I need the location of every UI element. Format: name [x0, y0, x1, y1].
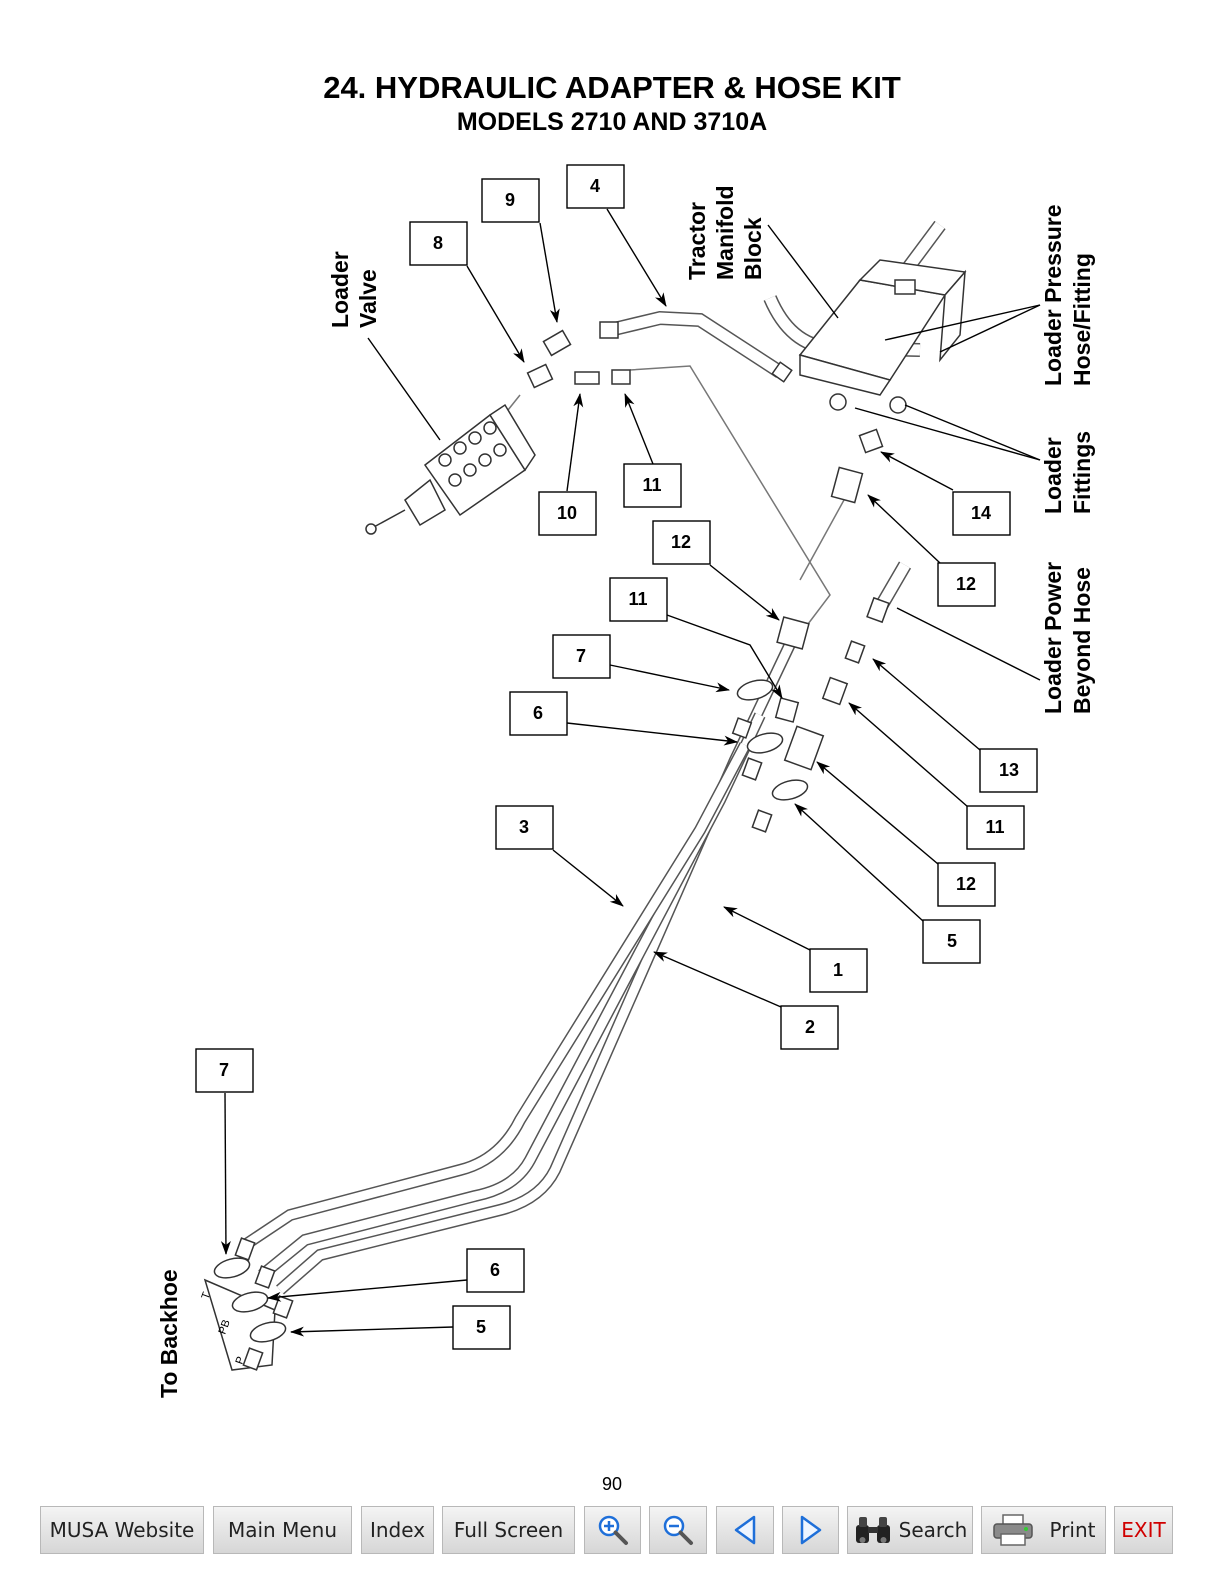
svg-text:Loader Power: Loader Power [1040, 562, 1066, 714]
callout-8: 8 [410, 222, 467, 265]
callout-5b: 5 [453, 1306, 510, 1349]
binoculars-icon [853, 1513, 893, 1547]
svg-text:8: 8 [433, 233, 443, 253]
svg-text:11: 11 [985, 817, 1004, 837]
label-loader-power-beyond: Loader Power Beyond Hose [1040, 562, 1095, 714]
svg-text:9: 9 [505, 190, 515, 210]
svg-text:1: 1 [833, 960, 843, 980]
prev-page-icon [730, 1514, 760, 1546]
page-number: 90 [0, 1474, 1224, 1495]
callout-12c: 12 [938, 863, 995, 906]
svg-text:Hose/Fitting: Hose/Fitting [1069, 253, 1095, 386]
svg-text:10: 10 [557, 503, 577, 523]
svg-text:Block: Block [740, 217, 766, 280]
hydraulic-diagram: T PB P 9 4 [0, 0, 1224, 1470]
zoom-in-icon [596, 1513, 630, 1547]
svg-text:6: 6 [533, 703, 543, 723]
callout-5a: 5 [923, 920, 980, 963]
callout-6a: 6 [510, 692, 567, 735]
zoom-out-button[interactable] [649, 1506, 707, 1554]
search-button[interactable]: Search [847, 1506, 973, 1554]
search-label: Search [899, 1518, 968, 1542]
zoom-out-icon [661, 1513, 695, 1547]
svg-text:Valve: Valve [355, 269, 381, 328]
print-button[interactable]: Print [981, 1506, 1106, 1554]
next-page-icon [796, 1514, 826, 1546]
svg-text:7: 7 [576, 646, 586, 666]
callout-1: 1 [810, 949, 867, 992]
label-loader-pressure: Loader Pressure Hose/Fitting [1040, 204, 1095, 386]
svg-text:3: 3 [519, 817, 529, 837]
svg-text:Tractor: Tractor [684, 202, 710, 280]
svg-text:5: 5 [476, 1317, 486, 1337]
label-to-backhoe: To Backhoe [156, 1269, 182, 1398]
callout-11a: 11 [624, 464, 681, 507]
index-label: Index [370, 1518, 425, 1542]
label-tractor-manifold: Tractor Manifold Block [684, 185, 766, 280]
callout-12a: 12 [653, 521, 710, 564]
svg-text:11: 11 [628, 589, 647, 609]
svg-text:5: 5 [947, 931, 957, 951]
callout-6b: 6 [467, 1249, 524, 1292]
callout-4: 4 [567, 165, 624, 208]
next-page-button[interactable] [782, 1506, 839, 1554]
svg-text:13: 13 [999, 760, 1019, 780]
previous-page-button[interactable] [716, 1506, 774, 1554]
callout-13: 13 [980, 749, 1037, 792]
callout-9: 9 [482, 179, 539, 222]
callout-12b: 12 [938, 563, 995, 606]
callout-3: 3 [496, 806, 553, 849]
svg-text:4: 4 [590, 176, 600, 196]
main-menu-label: Main Menu [228, 1518, 337, 1542]
full-screen-label: Full Screen [454, 1518, 563, 1542]
callout-2: 2 [781, 1006, 838, 1049]
hose-3 [245, 745, 745, 1245]
tractor-manifold-block [800, 260, 965, 413]
full-screen-button[interactable]: Full Screen [442, 1506, 575, 1554]
svg-text:14: 14 [971, 503, 991, 523]
hose-2 [262, 715, 760, 1275]
label-loader-valve: Loader Valve [327, 251, 381, 328]
main-menu-button[interactable]: Main Menu [213, 1506, 352, 1554]
index-button[interactable]: Index [361, 1506, 434, 1554]
svg-text:6: 6 [490, 1260, 500, 1280]
print-label: Print [1049, 1518, 1095, 1542]
leader-arrows [225, 209, 1040, 1332]
hose-4 [610, 318, 780, 372]
svg-text:Loader Pressure: Loader Pressure [1040, 204, 1066, 386]
callout-14: 14 [953, 492, 1010, 535]
svg-text:7: 7 [219, 1060, 229, 1080]
svg-text:Loader: Loader [1040, 437, 1066, 514]
zoom-in-button[interactable] [584, 1506, 641, 1554]
musa-website-label: MUSA Website [50, 1518, 195, 1542]
svg-text:Manifold: Manifold [712, 185, 738, 280]
musa-website-button[interactable]: MUSA Website [40, 1506, 204, 1554]
loader-valve [366, 405, 535, 534]
label-loader-fittings: Loader Fittings [1040, 431, 1095, 514]
printer-icon [991, 1513, 1035, 1547]
callout-10: 10 [539, 492, 596, 535]
svg-text:2: 2 [805, 1017, 815, 1037]
svg-text:12: 12 [956, 574, 976, 594]
svg-text:12: 12 [956, 874, 976, 894]
callout-11c: 11 [967, 806, 1024, 849]
svg-text:Loader: Loader [327, 251, 353, 328]
svg-text:11: 11 [642, 475, 661, 495]
callout-7b: 7 [196, 1049, 253, 1092]
callout-7a: 7 [553, 635, 610, 678]
callout-11b: 11 [610, 578, 667, 621]
svg-text:12: 12 [671, 532, 691, 552]
svg-text:Beyond Hose: Beyond Hose [1069, 567, 1095, 714]
exit-label: EXIT [1121, 1518, 1165, 1542]
svg-text:Fittings: Fittings [1069, 431, 1095, 514]
exit-button[interactable]: EXIT [1114, 1506, 1173, 1554]
